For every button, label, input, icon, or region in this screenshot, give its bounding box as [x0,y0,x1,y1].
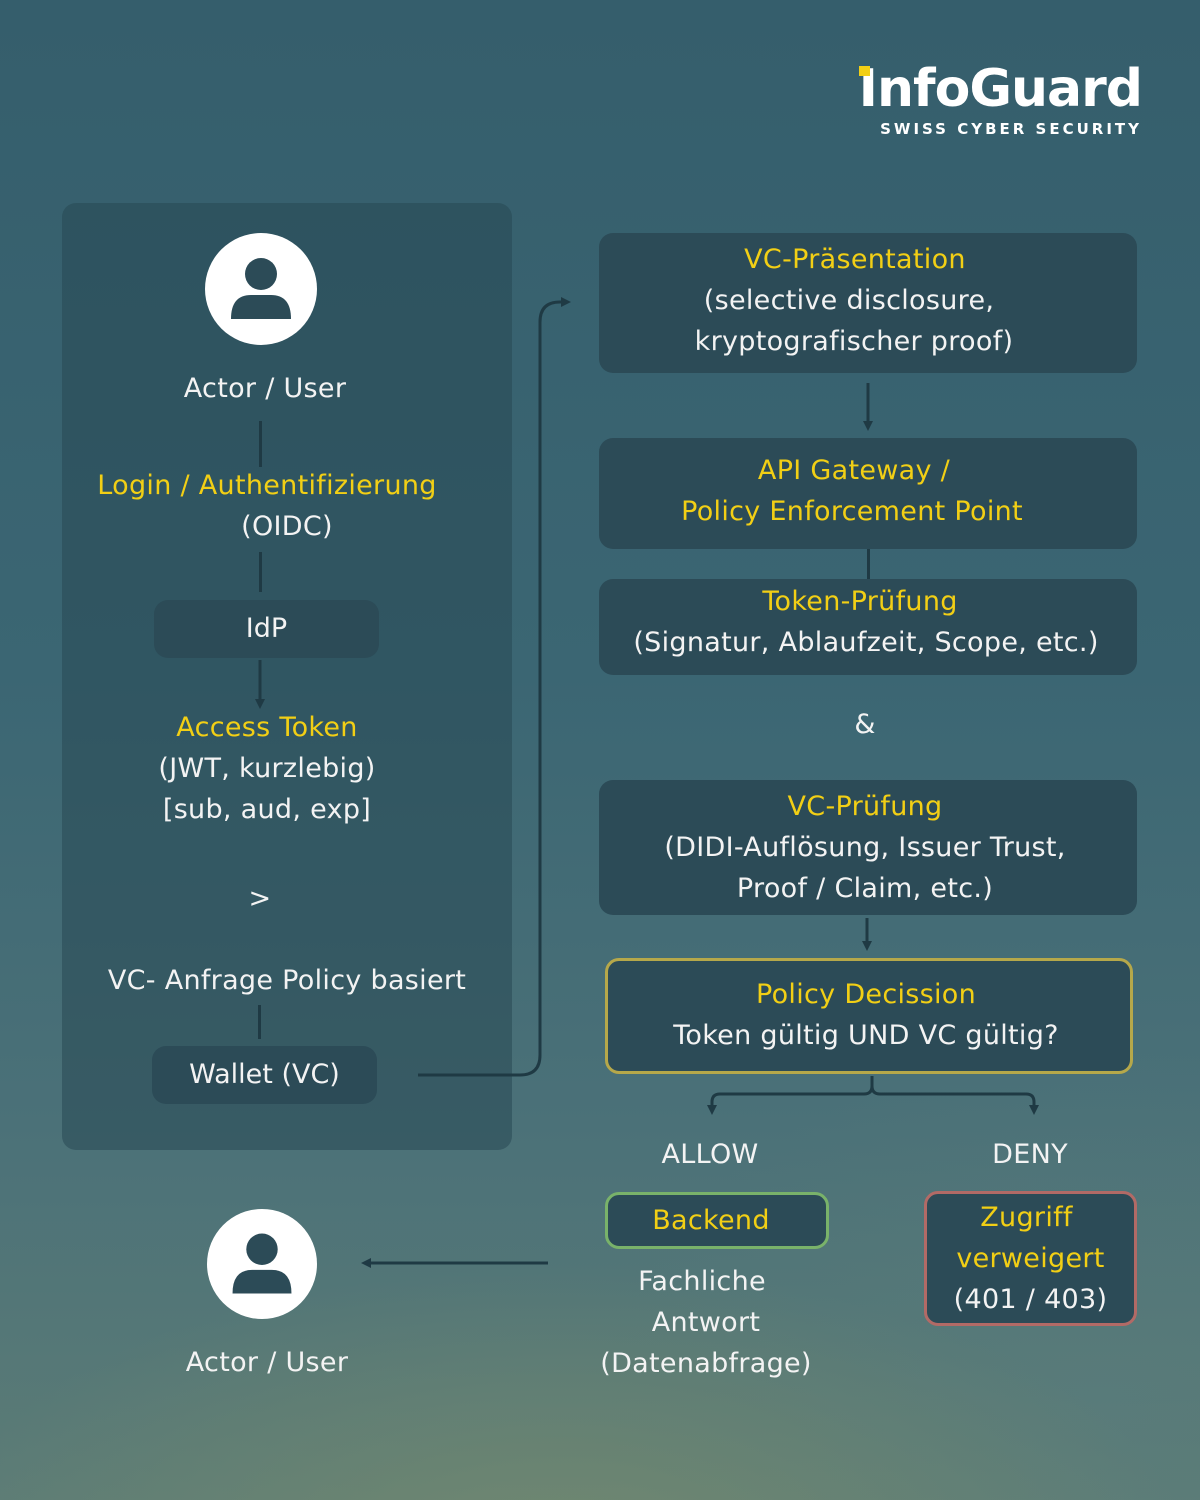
user-icon [207,1209,317,1319]
left-flow-panel [62,203,512,1150]
arrow-decision-to-allow [707,1076,874,1115]
api-gateway-line2: Policy Enforcement Point [681,496,1023,527]
vc-presentation-box [599,233,1137,373]
logo-tagline: SWISS CYBER SECURITY [880,120,1142,138]
vc-request-label: VC- Anfrage Policy basiert [107,965,467,996]
login-subtitle: (OIDC) [241,511,333,542]
answer-line2: Antwort [651,1307,761,1338]
vc-presentation-line2: kryptografischer proof) [694,326,1014,357]
login-title: Login / Authentifizierung [97,470,437,501]
vc-check-box [599,780,1137,915]
answer-line1: Fachliche [638,1266,766,1297]
actor-bottom-label: Actor / User [185,1347,349,1378]
next-step-marker: > [248,883,272,914]
backend-box [605,1192,829,1249]
infoguard-logo: InfoGuard SWISS CYBER SECURITY [850,58,1143,138]
arrow-wallet-to-vc-presentation [418,297,571,1077]
vc-presentation-title: VC-Präsentation [744,244,966,275]
policy-decision-title: Policy Decission [755,979,977,1010]
user-icon [205,233,317,345]
backend-label: Backend [652,1205,770,1236]
logo-accent-mark [859,66,870,76]
access-token-detail: (JWT, kurzlebig) [158,753,376,784]
connector-line [258,1005,261,1039]
policy-decision-question: Token gültig UND VC gültig? [673,1020,1059,1051]
vc-check-line1: (DIDI-Auflösung, Issuer Trust, [664,832,1066,863]
token-check-box [599,579,1137,675]
token-check-detail: (Signatur, Ablaufzeit, Scope, etc.) [633,627,1099,658]
arrow-decision-to-deny [870,1085,1039,1115]
api-gateway-box [599,438,1137,549]
connector-line [867,549,870,579]
idp-box: IdP [154,600,379,658]
answer-line3: (Datenabfrage) [600,1348,812,1379]
vc-check-title: VC-Prüfung [787,791,943,822]
ampersand-label: & [854,709,876,740]
access-denied-line2: verweigert [956,1243,1105,1274]
access-token-title: Access Token [176,712,358,743]
api-gateway-line1: API Gateway / [757,455,951,486]
vc-presentation-line1: (selective disclosure, [703,285,995,316]
policy-decision-box [605,958,1133,1074]
access-denied-code: (401 / 403) [953,1284,1108,1315]
access-denied-box [924,1191,1137,1326]
actor-top-label: Actor / User [183,373,347,404]
connector-line [259,552,262,592]
vc-check-line2: Proof / Claim, etc.) [736,873,994,904]
wallet-box: Wallet (VC) [152,1046,377,1104]
access-token-claims: [sub, aud, exp] [162,794,372,825]
logo-wordmark: InfoGuard [858,59,1143,119]
connector-line [259,421,262,467]
access-denied-line1: Zugriff [980,1202,1073,1233]
allow-label: ALLOW [661,1139,759,1170]
token-check-title: Token-Prüfung [762,586,958,617]
deny-label: DENY [992,1139,1068,1170]
